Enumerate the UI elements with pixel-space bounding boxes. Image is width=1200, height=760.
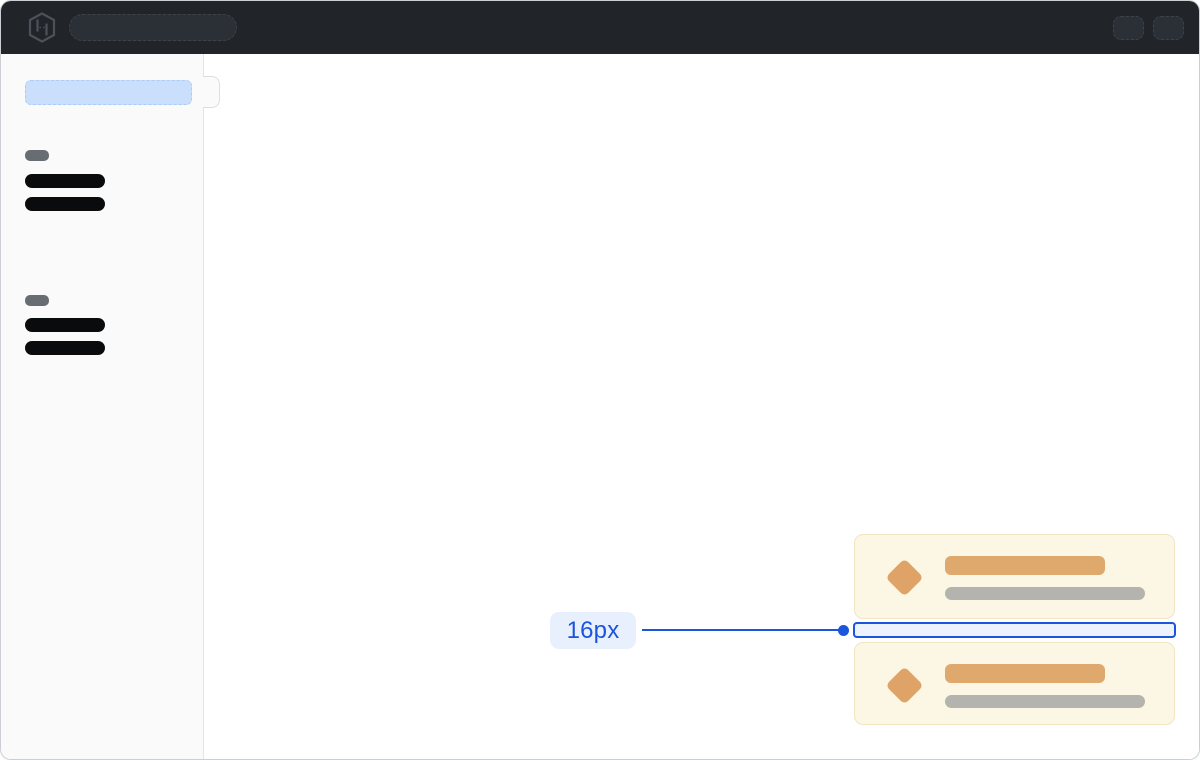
card-title-skeleton	[945, 556, 1105, 575]
sidebar-collapse-handle[interactable]	[203, 76, 220, 108]
diamond-icon	[885, 558, 924, 597]
sidebar-section-label-skeleton	[25, 150, 49, 161]
hashicorp-logo-icon	[28, 12, 56, 43]
diamond-icon	[885, 666, 924, 705]
sidebar-active-item-skeleton[interactable]	[25, 80, 192, 105]
annotation-connector-dot	[838, 625, 849, 636]
list-item-card	[854, 642, 1175, 725]
topbar-action-button-skeleton[interactable]	[1153, 16, 1184, 40]
annotation-connector-line	[642, 629, 840, 631]
card-subtitle-skeleton	[945, 587, 1145, 600]
main-content	[204, 54, 1199, 759]
spacing-annotation-badge: 16px	[550, 612, 636, 649]
sidebar-section-label-skeleton	[25, 295, 49, 306]
card-title-skeleton	[945, 664, 1105, 683]
top-navigation-bar	[1, 1, 1199, 54]
sidebar-nav-item-skeleton[interactable]	[25, 341, 105, 355]
measured-gap-highlight	[853, 622, 1176, 638]
card-subtitle-skeleton	[945, 695, 1145, 708]
search-input-skeleton[interactable]	[69, 14, 237, 41]
sidebar-nav-item-skeleton[interactable]	[25, 174, 105, 188]
topbar-action-button-skeleton[interactable]	[1113, 16, 1144, 40]
sidebar	[1, 54, 204, 759]
sidebar-nav-item-skeleton[interactable]	[25, 318, 105, 332]
list-item-card	[854, 534, 1175, 619]
sidebar-nav-item-skeleton[interactable]	[25, 197, 105, 211]
